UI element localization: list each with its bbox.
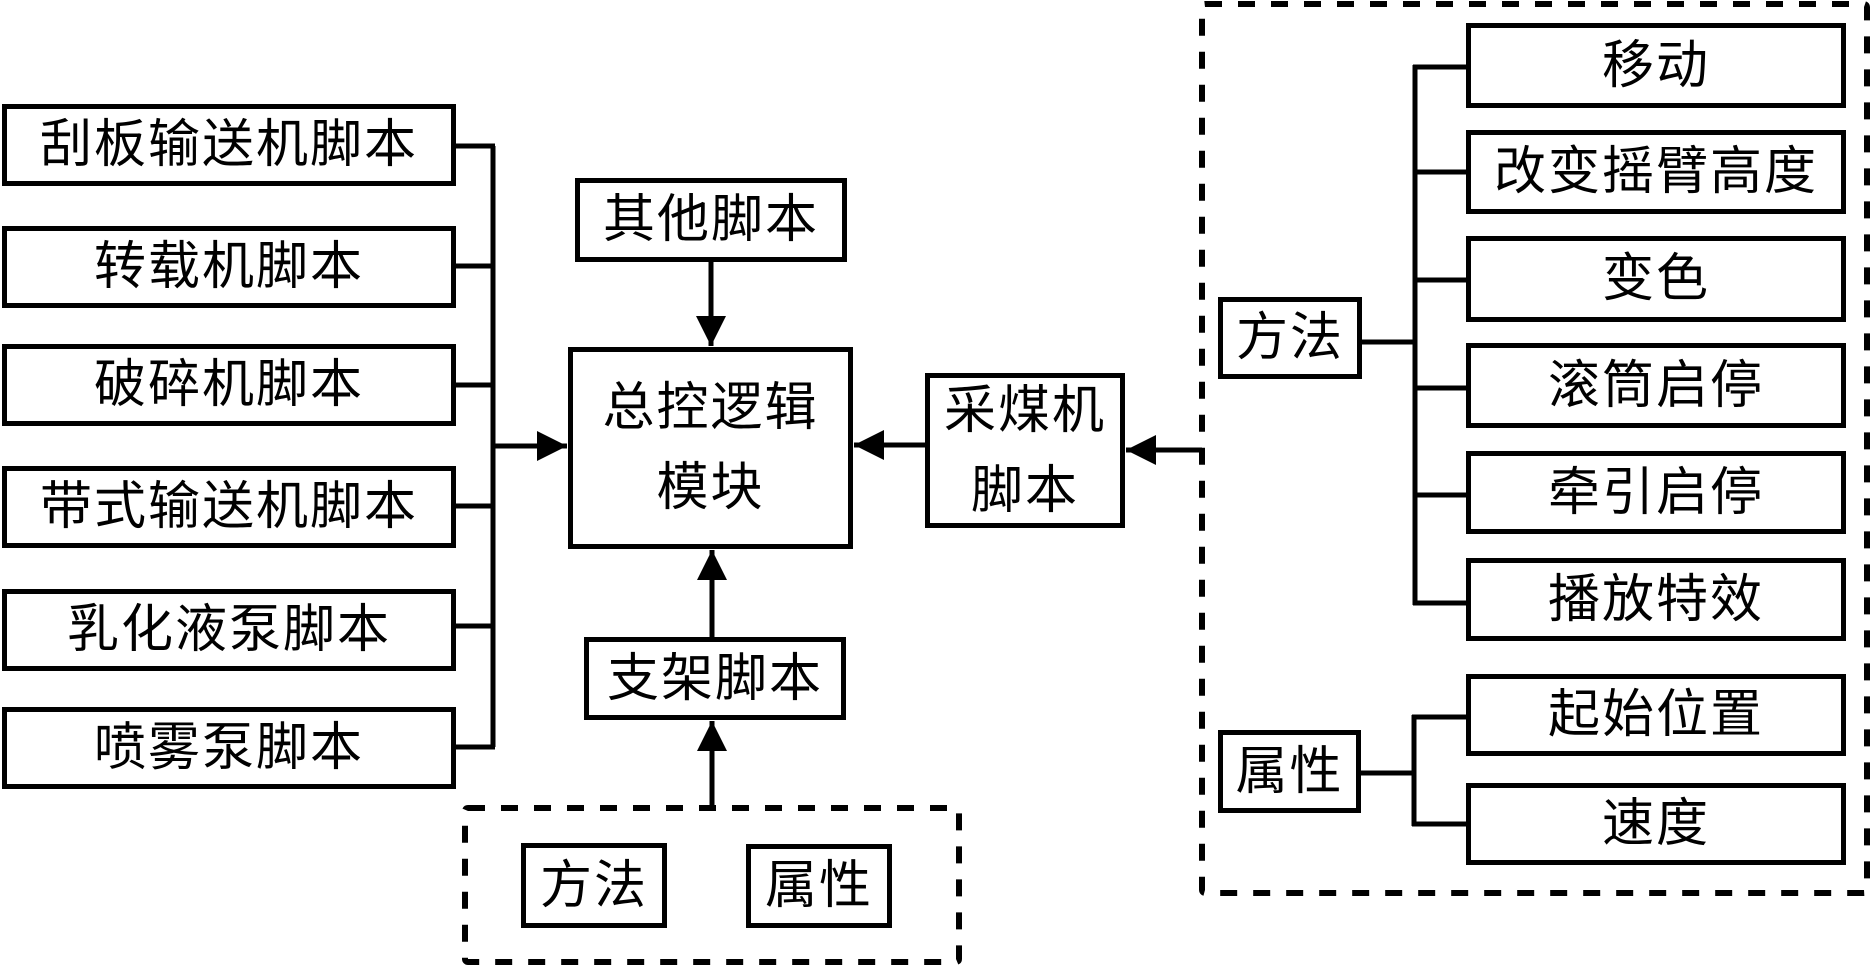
emulsion-pump-script-box: 乳化液泵脚本 [2,589,456,671]
box-label: 起始位置 [1547,685,1764,745]
scraper-conveyor-script-box: 刮板输送机脚本 [2,104,456,186]
other-scripts-box: 其他脚本 [575,178,847,262]
box-label: 牵引启停 [1547,462,1764,523]
box-label: 破碎机脚本 [93,355,364,415]
box-label: 属性 [764,856,873,916]
box-label: 方法 [1235,308,1344,368]
attribute-start-position-box: 起始位置 [1466,674,1846,756]
box-label-line: 总控逻辑 [602,378,819,438]
box-label-line: 采煤机 [943,380,1106,441]
box-label: 转载机脚本 [93,237,364,297]
methods-bus [1362,64,1467,606]
box-label: 移动 [1601,35,1710,96]
transfer-machine-script-box: 转载机脚本 [2,226,456,308]
attribute-speed-box: 速度 [1466,783,1846,865]
method-change-arm-height-box: 改变摇臂高度 [1466,130,1846,214]
support-group-border [462,805,962,965]
crusher-script-box: 破碎机脚本 [2,344,456,426]
box-label: 播放特效 [1547,569,1764,630]
box-label: 支架脚本 [606,648,823,709]
box-label: 乳化液泵脚本 [66,600,391,660]
support-methods-box: 方法 [521,843,667,928]
box-label: 属性 [1235,741,1344,802]
box-label: 方法 [539,855,648,916]
box-label: 喷雾泵脚本 [93,718,364,778]
method-change-color-box: 变色 [1466,236,1846,322]
method-move-box: 移动 [1466,23,1846,108]
box-label-line: 模块 [656,458,765,518]
box-label: 滚筒启停 [1547,355,1764,416]
support-attributes-box: 属性 [746,844,892,928]
shearer-group-border [1199,1,1870,896]
core-logic-module-box: 总控逻辑 模块 [568,347,853,549]
box-label: 改变摇臂高度 [1493,142,1818,202]
shearer-attributes-box: 属性 [1218,730,1361,813]
box-label-line: 脚本 [970,460,1079,521]
spray-pump-script-box: 喷雾泵脚本 [2,707,456,789]
shearer-methods-box: 方法 [1218,297,1362,379]
method-drum-start-stop-box: 滚筒启停 [1466,343,1846,428]
box-label: 速度 [1601,794,1710,854]
method-traction-start-stop-box: 牵引启停 [1466,451,1846,534]
box-label: 变色 [1601,249,1710,309]
attributes-bus [1361,714,1467,827]
box-label: 其他脚本 [602,190,819,250]
box-label: 带式输送机脚本 [39,477,418,537]
support-script-box: 支架脚本 [584,637,846,720]
box-label: 刮板输送机脚本 [39,115,418,175]
left-bus [456,143,496,750]
method-play-effects-box: 播放特效 [1466,558,1846,641]
shearer-script-box: 采煤机 脚本 [925,373,1125,528]
belt-conveyor-script-box: 带式输送机脚本 [2,466,456,548]
